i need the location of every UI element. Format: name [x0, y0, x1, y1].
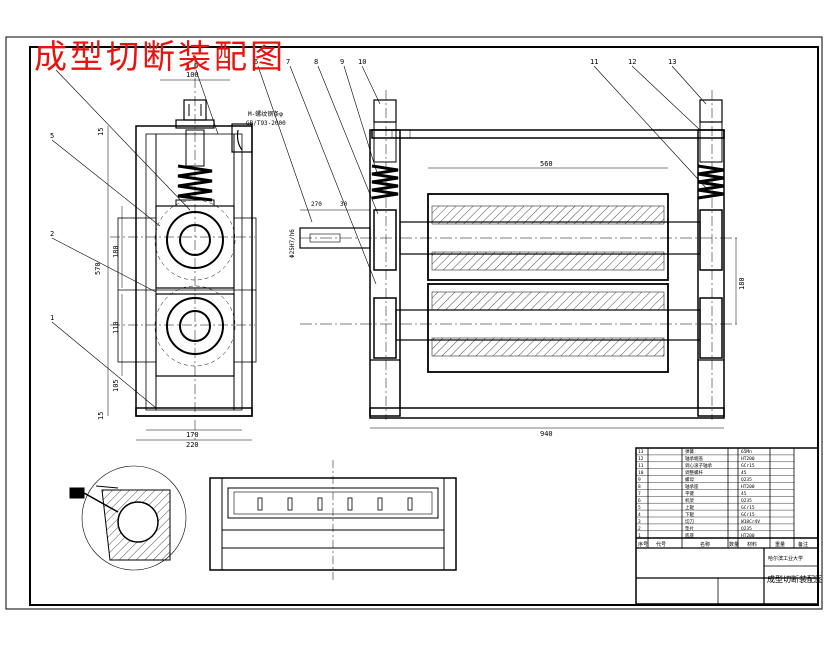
row-3-seq: 10	[638, 470, 644, 476]
cutter-detail-view	[69, 465, 187, 571]
row-7-name: 机架	[685, 497, 694, 504]
dim-side-bottom-outer: 220	[186, 441, 199, 449]
header-weight: 重量	[775, 541, 785, 548]
row-4-seq: 9	[638, 477, 641, 483]
row-8-seq: 5	[638, 505, 641, 511]
parts-list-text: 13 弹簧 65Mn 12 轴承端盖 HT200 11 调心滚子轴承 GCr15…	[638, 448, 760, 539]
dim-front-centre: 180	[738, 277, 746, 290]
part-number-11: 11	[590, 58, 598, 66]
dim-front-roller-len: 560	[540, 160, 553, 168]
row-12-name: 底座	[685, 532, 694, 539]
part-number-9: 9	[340, 58, 344, 66]
front-view	[257, 65, 740, 429]
row-5-name: 轴承座	[685, 483, 699, 490]
header-code: 代号	[656, 541, 666, 548]
row-10-material: W18Cr4V	[741, 519, 760, 525]
row-2-material: GCr15	[741, 463, 755, 469]
row-3-material: 45	[741, 470, 747, 476]
drawing-name: 成型切断装配图	[767, 574, 823, 584]
row-10-seq: 3	[638, 519, 641, 525]
row-6-name: 平键	[685, 490, 694, 497]
part-number-13: 13	[668, 58, 676, 66]
row-6-material: 45	[741, 491, 747, 497]
part-number-2: 2	[50, 230, 54, 238]
dim-side-d2: 110	[112, 321, 120, 334]
row-9-seq: 4	[638, 512, 641, 518]
part-number-10: 10	[358, 58, 366, 66]
row-9-name: 下辊	[685, 511, 694, 518]
row-10-name: 切刀	[685, 518, 694, 525]
row-11-seq: 2	[638, 526, 641, 532]
dim-front-total: 940	[540, 430, 553, 438]
inner-frame	[29, 46, 819, 606]
dim-side-d5: 15	[97, 412, 105, 420]
row-12-material: HT200	[741, 533, 755, 539]
standard-note: GB/T93-2000	[246, 120, 286, 127]
parts-list-header: 序号 代号 名称 数量 材料 重量 备注	[638, 541, 808, 548]
row-6-seq: 7	[638, 491, 641, 497]
dim-side-top: 100	[186, 71, 199, 79]
row-0-name: 弹簧	[685, 448, 694, 455]
row-2-seq: 11	[638, 463, 644, 469]
dim-side-bottom-inner: 170	[186, 431, 199, 439]
row-8-name: 上辊	[685, 504, 694, 511]
header-note: 备注	[798, 541, 808, 548]
row-0-material: 65Mn	[741, 449, 752, 455]
row-0-seq: 13	[638, 449, 644, 455]
part-number-8: 8	[314, 58, 318, 66]
dim-side-d3: 105	[112, 379, 120, 392]
part-number-12: 12	[628, 58, 636, 66]
school-name: 哈尔滨工业大学	[768, 555, 803, 562]
row-4-material: Q235	[741, 477, 752, 483]
row-7-material: Q235	[741, 498, 752, 504]
row-1-material: HT200	[741, 456, 755, 462]
row-12-seq: 1	[638, 533, 641, 539]
dim-front-diam: Φ25H7/h6	[289, 229, 296, 258]
cutter-bar-view	[209, 460, 457, 580]
row-1-seq: 12	[638, 456, 644, 462]
parts-list	[635, 447, 819, 605]
part-number-5: 5	[50, 132, 54, 140]
row-3-name: 调整螺杆	[685, 469, 703, 476]
dim-front-shaft-small: 30	[340, 201, 348, 208]
part-number-6-side: 6	[194, 62, 198, 70]
row-8-material: GCr15	[741, 505, 755, 511]
part-number-1: 1	[50, 314, 54, 322]
header-name: 名称	[700, 541, 710, 548]
header-qty: 数量	[729, 541, 739, 548]
side-view	[51, 60, 257, 441]
bolt-note: M-螺纹钢条φ	[248, 110, 283, 118]
header-seq: 序号	[638, 541, 648, 548]
row-9-material: GCr15	[741, 512, 755, 518]
row-5-material: HT200	[741, 484, 755, 490]
row-7-seq: 6	[638, 498, 641, 504]
row-11-material: Q235	[741, 526, 752, 532]
row-5-seq: 8	[638, 484, 641, 490]
part-number-6: 6	[254, 58, 258, 66]
drawing-title: 成型切断装配图	[34, 37, 286, 76]
dim-front-shaft-len: 270	[311, 201, 322, 208]
dim-side-height: 570	[94, 262, 102, 275]
row-2-name: 调心滚子轴承	[685, 462, 712, 469]
row-4-name: 螺母	[685, 476, 694, 483]
outer-frame	[5, 36, 823, 610]
parts-list-rows	[636, 454, 794, 531]
dim-side-d4: 15	[97, 128, 105, 136]
row-1-name: 轴承端盖	[685, 455, 703, 462]
row-11-name: 垫片	[685, 525, 694, 532]
header-material: 材料	[747, 541, 757, 548]
part-number-7: 7	[286, 58, 290, 66]
dim-side-d1: 180	[112, 245, 120, 258]
